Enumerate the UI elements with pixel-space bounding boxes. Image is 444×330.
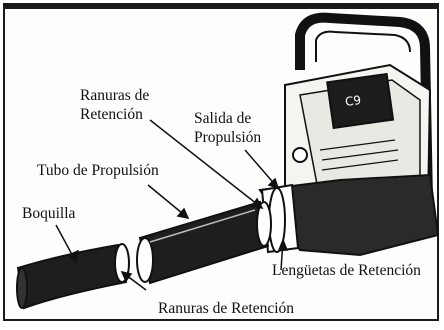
- control-panel: [326, 72, 395, 130]
- blower-handle: [295, 12, 433, 201]
- nozzle: [16, 243, 130, 310]
- panel-text: C9: [344, 93, 362, 109]
- label-ranuras-top-line2: Retención: [80, 106, 143, 123]
- label-ranuras-bottom: Ranuras de Retención: [158, 300, 295, 317]
- blower-engine: [258, 173, 440, 257]
- label-ranuras-top: Ranuras de Retención: [80, 86, 149, 124]
- control-knob: [292, 147, 308, 163]
- label-boquilla: Boquilla: [22, 205, 76, 222]
- label-salida-line2: Propulsión: [194, 129, 262, 146]
- arrow-ranuras-top: [149, 119, 263, 209]
- label-lenguetas: Lengüetas de Retención: [272, 262, 421, 279]
- leader-lines: [55, 119, 289, 291]
- frame-top-bar: [5, 5, 437, 9]
- label-salida-line1: Salida de: [194, 110, 252, 127]
- blower-unit: C9: [258, 12, 440, 257]
- label-salida: Salida de Propulsión: [194, 109, 261, 147]
- label-tubo: Tubo de Propulsión: [37, 162, 159, 179]
- label-ranuras-top-line1: Ranuras de: [80, 87, 150, 104]
- blowing-tube: [136, 200, 272, 285]
